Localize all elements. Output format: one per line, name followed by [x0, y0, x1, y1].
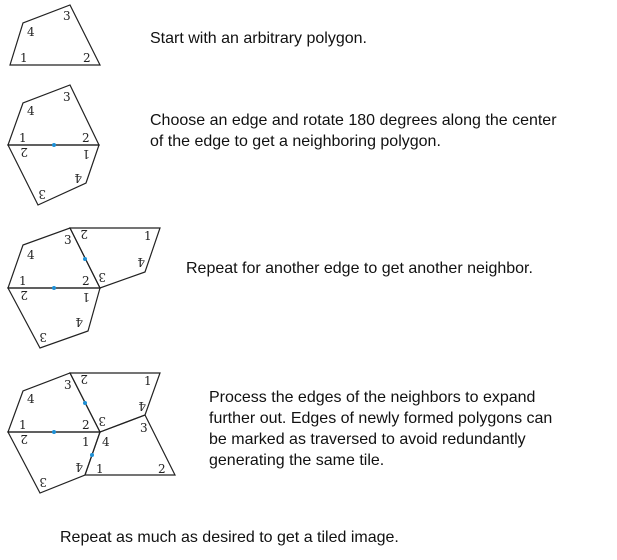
vertex-label: 2 — [80, 372, 88, 386]
vertex-label: 3 — [64, 378, 72, 392]
step-3-text: Repeat for another edge to get another n… — [186, 258, 533, 279]
vertex-label: 2 — [82, 418, 90, 432]
edge-midpoint — [52, 286, 56, 290]
vertex-label: 4 — [27, 248, 35, 262]
edge-midpoint — [90, 453, 94, 457]
vertex-label: 4 — [74, 171, 82, 185]
vertex-label: 2 — [82, 274, 90, 288]
vertex-label: 2 — [20, 145, 28, 159]
step-2-text: Choose an edge and rotate 180 degrees al… — [150, 110, 557, 152]
vertex-label: 1 — [144, 374, 152, 388]
vertex-label: 4 — [102, 435, 110, 449]
edge-midpoint — [83, 401, 87, 405]
vertex-label: 2 — [20, 288, 28, 302]
text-line: Repeat for another edge to get another n… — [186, 260, 533, 277]
figure-3: 3 4 1 2 2 1 4 3 2 1 4 3 — [7, 227, 161, 349]
vertex-label: 4 — [27, 392, 35, 406]
figure-1: 3 4 1 2 — [9, 4, 101, 66]
vertex-label: 2 — [83, 51, 91, 65]
edge-midpoint — [52, 430, 56, 434]
vertex-label: 4 — [137, 255, 145, 269]
text-line: of the edge to get a neighboring polygon… — [150, 133, 441, 150]
vertex-label: 2 — [82, 131, 90, 145]
vertex-label: 1 — [82, 147, 90, 161]
step-1-text: Start with an arbitrary polygon. — [150, 28, 367, 49]
final-text: Repeat as much as desired to get a tiled… — [60, 529, 399, 546]
figure-2: 3 4 1 2 2 1 4 3 — [7, 84, 100, 206]
vertex-label: 3 — [63, 90, 71, 104]
polygon-rotated — [7, 287, 101, 349]
vertex-label: 4 — [75, 315, 83, 329]
vertex-label: 3 — [98, 414, 106, 428]
vertex-label: 3 — [39, 330, 47, 344]
vertex-label: 1 — [96, 462, 104, 476]
vertex-label: 3 — [63, 9, 71, 23]
text-line: Start with an arbitrary polygon. — [150, 30, 367, 47]
vertex-label: 3 — [140, 421, 148, 435]
polygon-new — [84, 414, 176, 476]
text-line: be marked as traversed to avoid redundan… — [209, 431, 526, 448]
vertex-label: 4 — [27, 25, 35, 39]
vertex-label: 2 — [20, 432, 28, 446]
vertex-label: 2 — [80, 227, 88, 241]
polygon-rotated — [69, 227, 161, 289]
edge-midpoint — [83, 257, 87, 261]
edge-midpoint — [52, 143, 56, 147]
polygon-rotated — [7, 144, 100, 206]
vertex-label: 3 — [38, 187, 46, 201]
vertex-label: 3 — [98, 270, 106, 284]
vertex-label: 1 — [19, 274, 27, 288]
polygon-original — [9, 4, 101, 66]
text-line: Process the edges of the neighbors to ex… — [209, 389, 536, 406]
vertex-label: 1 — [82, 290, 90, 304]
vertex-label: 1 — [19, 418, 27, 432]
vertex-label: 4 — [75, 460, 83, 474]
vertex-label: 4 — [138, 399, 146, 413]
vertex-label: 3 — [64, 233, 72, 247]
vertex-label: 1 — [19, 131, 27, 145]
text-line: generating the same tile. — [209, 452, 385, 469]
vertex-label: 1 — [20, 51, 28, 65]
step-4-text: Process the edges of the neighbors to ex… — [209, 387, 552, 471]
vertex-label: 3 — [39, 475, 47, 489]
vertex-label: 4 — [27, 104, 35, 118]
text-line: Choose an edge and rotate 180 degrees al… — [150, 112, 557, 129]
text-line: further out. Edges of newly formed polyg… — [209, 410, 553, 427]
vertex-label: 1 — [144, 229, 152, 243]
figure-4: 3 4 1 2 2 1 4 3 2 1 4 3 4 3 1 2 — [7, 372, 176, 494]
vertex-label: 2 — [158, 462, 166, 476]
vertex-label: 1 — [82, 435, 90, 449]
